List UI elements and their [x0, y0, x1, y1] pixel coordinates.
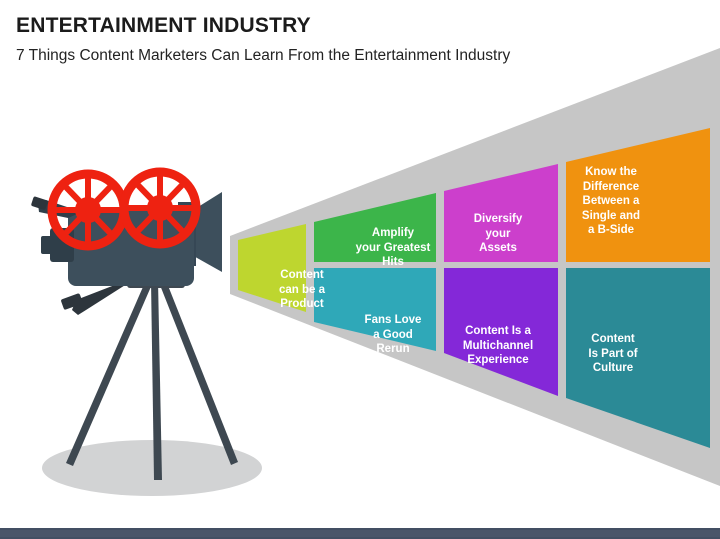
bottom-accent-bar-inner — [0, 530, 720, 537]
tripod-left-leg — [66, 280, 153, 466]
panel-diversify-your-assets[interactable] — [444, 164, 558, 262]
page-subtitle: 7 Things Content Marketers Can Learn Fro… — [16, 47, 511, 64]
header: ENTERTAINMENT INDUSTRY 7 Things Content … — [0, 0, 720, 72]
panel-content-is-part-of-culture[interactable] — [566, 268, 710, 448]
ground-shadow-ellipse — [42, 440, 262, 496]
tripod-handle-grip — [61, 293, 83, 310]
panel-amplify-your-greatest-hits[interactable] — [314, 193, 436, 262]
tripod-right-leg — [158, 278, 238, 465]
projection-beam: Content can be a Product Amplify your Gr… — [228, 46, 720, 486]
bottom-accent-bar — [0, 528, 720, 539]
panel-content-can-be-a-product[interactable] — [238, 224, 306, 312]
panel-content-is-a-multichannel-experience[interactable] — [444, 268, 558, 396]
movie-projector-illustration — [10, 150, 300, 500]
projector-side-knob — [41, 236, 53, 254]
panel-fans-love-a-good-rerun[interactable] — [314, 268, 436, 351]
panel-know-the-difference[interactable] — [566, 128, 710, 262]
film-reel-right — [119, 167, 201, 249]
tripod-center-leg — [151, 280, 162, 480]
page-title: ENTERTAINMENT INDUSTRY — [16, 14, 311, 37]
beam-svg — [230, 48, 720, 486]
film-reel-left — [47, 169, 129, 251]
projector-viewfinder-tip — [31, 196, 48, 210]
